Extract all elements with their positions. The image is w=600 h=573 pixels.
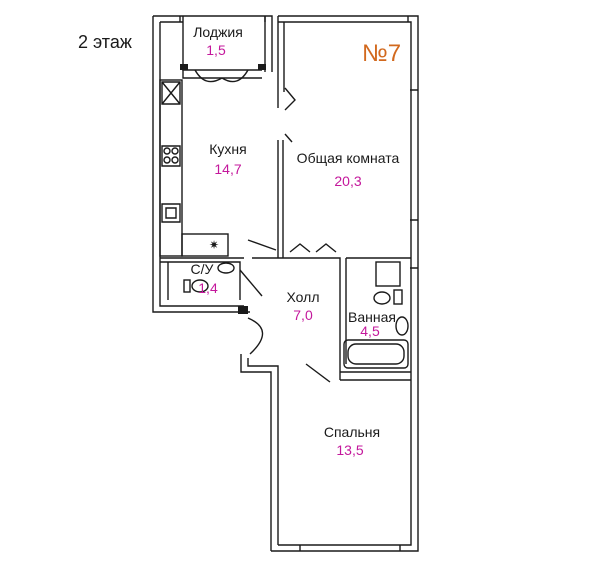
door-swing [305,363,331,383]
apartment-number: №7 [362,40,402,67]
kitchen-counter [159,79,183,257]
window [410,89,418,269]
door-swing [315,243,337,253]
room-name-living: Общая комната [296,150,400,166]
room-area-hall: 7,0 [293,307,313,323]
toilet-icon [191,279,209,293]
outer-wall [271,15,419,552]
wc-wall [160,261,241,300]
window [299,545,401,551]
bath-box [375,261,401,287]
floor-label: 2 этаж [78,32,132,52]
outer-wall [240,354,272,551]
window [179,16,409,22]
svg-text:✷: ✷ [209,238,219,252]
kitchen-counter [181,233,229,257]
door-swing [247,317,264,355]
sink-icon [161,203,181,223]
door-swing [247,239,277,251]
toilet-icon [373,291,391,305]
bathtub-icon [343,339,409,369]
room-name-bedroom: Спальня [323,424,381,440]
outer-wall [278,21,412,546]
door-swing [239,269,263,297]
door-swing [221,69,249,83]
room-name-bath: Ванная [348,309,396,325]
room-name-kitchen: Кухня [209,141,247,157]
room-area-bath: 4,5 [360,323,380,339]
room-name-loggia: Лоджия [193,24,243,40]
room-area-bedroom: 13,5 [336,442,364,458]
room-name-wc: С/У [190,261,214,277]
room-area-loggia: 1,5 [206,42,226,58]
door-swing [289,243,311,253]
outer-wall [152,16,250,313]
room-name-hall: Холл [286,289,320,305]
door-swing [284,87,296,111]
washbasin-icon [217,262,235,274]
outer-wall [247,358,279,545]
room-area-living: 20,3 [334,173,362,189]
outer-wall [153,15,273,22]
kitchen-box [161,81,181,105]
room-area-kitchen: 14,7 [214,161,242,177]
partition [252,257,341,380]
washbasin-icon [395,316,409,336]
room-area-wc: 1,4 [198,280,218,296]
door-swing [194,69,223,83]
stove-icon [161,145,181,167]
loggia-wall [182,70,262,79]
door-swing [284,133,293,143]
